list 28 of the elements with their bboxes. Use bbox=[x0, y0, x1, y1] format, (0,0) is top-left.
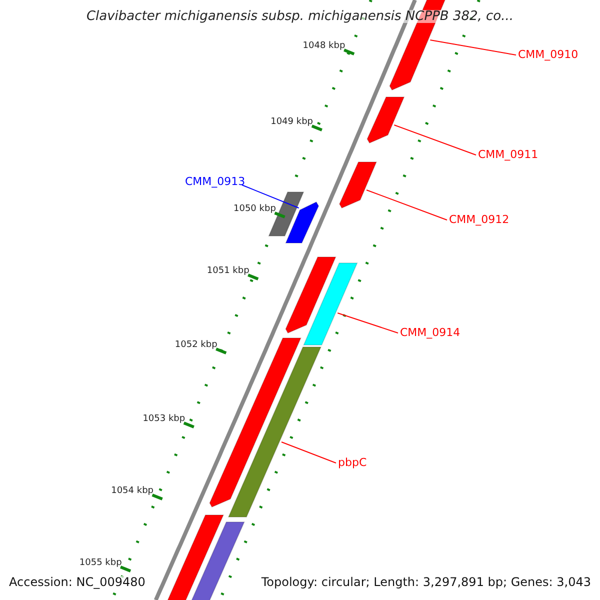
tick-label: 1054 kbp bbox=[111, 487, 154, 496]
gene-feature bbox=[366, 96, 405, 144]
leader-line bbox=[366, 190, 448, 220]
gene-feature bbox=[302, 262, 358, 346]
gene-feature bbox=[285, 256, 336, 334]
tick-label: 1051 kbp bbox=[206, 267, 250, 276]
gene-label: pbpC bbox=[338, 457, 367, 468]
tick-label: 1055 kbp bbox=[79, 559, 122, 568]
gene-label: CMM_0910 bbox=[518, 49, 578, 60]
leader-line bbox=[337, 312, 398, 334]
gene-feature bbox=[228, 346, 322, 518]
tick-label: 1048 kbp bbox=[302, 42, 346, 51]
gene-feature bbox=[338, 162, 378, 209]
genome-summary-text: Topology: circular; Length: 3,297,891 bp; Genes: 3,043 bbox=[261, 576, 591, 588]
gene-label: CMM_0914 bbox=[400, 327, 460, 338]
leader-line bbox=[394, 124, 476, 156]
tick-label: 1050 kbp bbox=[234, 205, 276, 214]
tick-label: 1052 kbp bbox=[174, 341, 218, 350]
tick-label: 1053 kbp bbox=[142, 415, 186, 424]
leader-line bbox=[281, 442, 336, 464]
gene-label: CMM_0911 bbox=[478, 149, 538, 160]
leader-line bbox=[430, 40, 516, 56]
leader-line bbox=[242, 184, 300, 208]
gene-label: CMM_0913 bbox=[185, 176, 246, 187]
gene-label: CMM_0912 bbox=[449, 214, 510, 225]
gene-feature bbox=[285, 201, 320, 244]
accession-text: Accession: NC_009480 bbox=[9, 576, 146, 588]
tick-label: 1049 kbp bbox=[270, 118, 313, 127]
